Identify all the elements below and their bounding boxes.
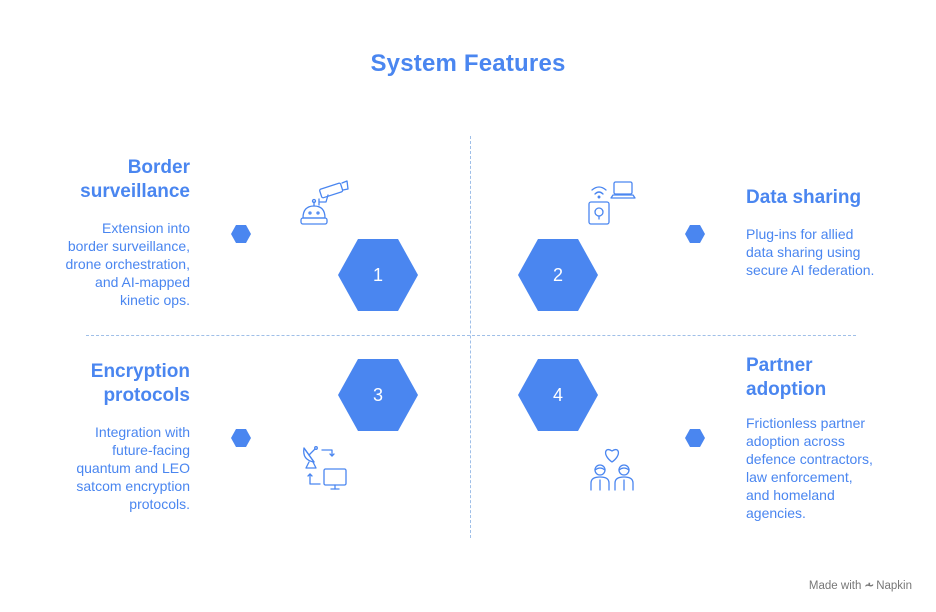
feature-2-desc-line-1: Plug-ins for allied (746, 226, 854, 242)
feature-4-desc-line-2: adoption across (746, 433, 845, 449)
feature-3-desc-line-3: quantum and LEO (76, 460, 190, 476)
hexagon-1-number: 1 (372, 264, 383, 285)
device-sharing-icon (586, 178, 638, 230)
connector-dot-3 (231, 429, 251, 447)
feature-4-desc-line-4: law enforcement, (746, 469, 853, 485)
feature-1-heading-line-1: Border (127, 157, 190, 178)
vertical-divider (470, 136, 471, 538)
feature-4-desc-line-5: and homeland (746, 487, 835, 503)
feature-3-heading-line-1: Encryption (90, 361, 190, 382)
feature-4-desc-line-6: agencies. (746, 505, 806, 521)
napkin-logo-icon: ⩪ (864, 580, 875, 592)
hexagon-4: 4 (518, 359, 598, 431)
hexagon-2-number: 2 (552, 264, 563, 285)
credit-prefix: Made with (808, 580, 862, 592)
feature-1-description: Extension into border surveillance, dron… (0, 219, 190, 309)
connector-dot-4 (685, 429, 705, 447)
feature-3-desc-line-5: protocols. (129, 496, 190, 512)
connector-dot-1 (231, 225, 251, 243)
feature-3-description: Integration with future-facing quantum a… (0, 423, 190, 513)
feature-1-heading-line-2: surveillance (80, 181, 190, 202)
horizontal-divider (86, 335, 856, 336)
hexagon-4-number: 4 (552, 384, 563, 405)
feature-1-desc-line-2: border surveillance, (67, 238, 190, 254)
feature-2-heading: Data sharing (746, 186, 926, 210)
feature-4-heading-line-2: adoption (746, 379, 827, 400)
feature-2-heading-line-1: Data sharing (746, 187, 862, 208)
hexagon-2: 2 (518, 239, 598, 311)
page-title: System Features (370, 50, 566, 77)
feature-1-desc-line-3: drone orchestration, (65, 256, 190, 272)
feature-1-heading: Border surveillance (0, 156, 190, 204)
satellite-dish-monitor-icon (298, 442, 350, 492)
hexagon-3: 3 (338, 359, 418, 431)
hexagon-1: 1 (338, 239, 418, 311)
connector-dot-2 (685, 225, 705, 243)
credit-brand: Napkin (876, 580, 912, 592)
feature-4-heading-line-1: Partner (746, 355, 813, 376)
feature-4-heading: Partner adoption (746, 354, 926, 402)
feature-4-description: Frictionless partner adoption across def… (746, 414, 926, 522)
partners-heart-icon (586, 442, 638, 494)
hexagon-3-number: 3 (372, 384, 383, 405)
surveillance-camera-robot-icon (298, 180, 350, 230)
feature-4-desc-line-1: Frictionless partner (746, 415, 866, 431)
feature-1-desc-line-1: Extension into (102, 220, 190, 236)
feature-2-desc-line-3: secure AI federation. (746, 262, 875, 278)
feature-2-desc-line-2: data sharing using (746, 244, 861, 260)
feature-1-desc-line-5: kinetic ops. (119, 292, 190, 308)
feature-3-heading: Encryption protocols (0, 360, 190, 408)
feature-1-desc-line-4: and AI-mapped (95, 274, 190, 290)
feature-2-description: Plug-ins for allied data sharing using s… (746, 225, 926, 279)
feature-3-desc-line-4: satcom encryption (76, 478, 190, 494)
feature-3-desc-line-1: Integration with (95, 424, 190, 440)
made-with-credit: Made with ⩪Napkin (809, 578, 912, 592)
feature-3-heading-line-2: protocols (103, 385, 190, 406)
feature-3-desc-line-2: future-facing (112, 442, 190, 458)
feature-4-desc-line-3: defence contractors, (746, 451, 873, 467)
